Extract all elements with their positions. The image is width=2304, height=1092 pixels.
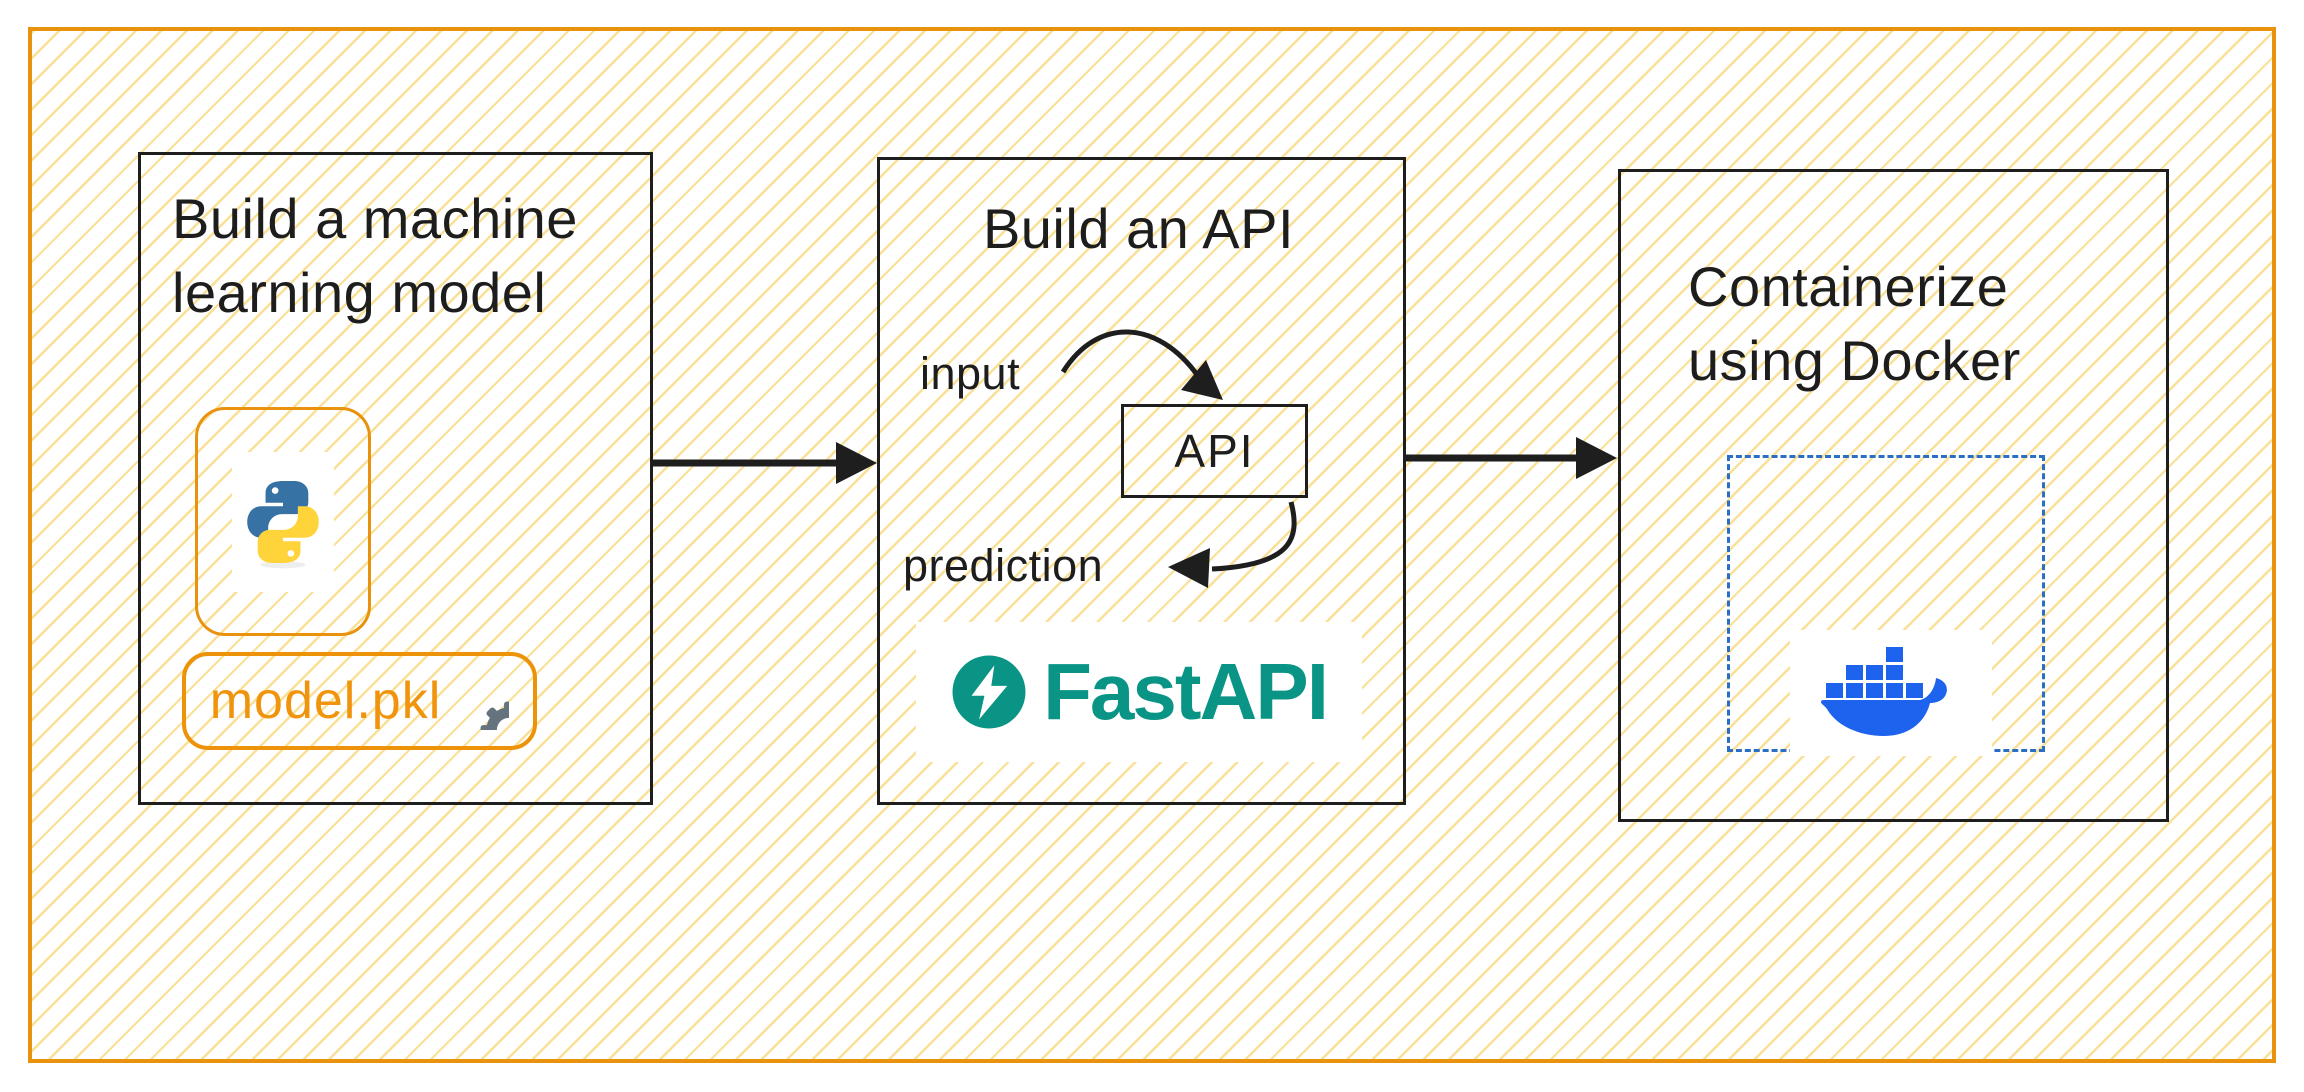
step2-box-build-api xyxy=(877,157,1406,805)
api-node-label: API xyxy=(1174,425,1255,477)
python-card xyxy=(195,407,371,636)
step1-title-line1: Build a machine xyxy=(172,187,578,250)
api-node-box: API xyxy=(1121,404,1308,498)
step3-title-line2: using Docker xyxy=(1688,329,2021,392)
python-logo xyxy=(247,480,319,569)
step1-title-line2: learning model xyxy=(172,261,547,324)
input-label: input xyxy=(920,348,1021,399)
lightning-bolt-icon xyxy=(952,655,1026,729)
step3-title: Containerize using Docker xyxy=(1688,250,2021,398)
fastapi-wordmark: FastAPI xyxy=(1043,647,1329,736)
step1-box-build-ml-model xyxy=(138,152,653,805)
model-pkl-label: model.pkl xyxy=(209,672,442,730)
prediction-label: prediction xyxy=(903,540,1104,591)
step1-title: Build a machine learning model xyxy=(172,182,578,330)
model-pkl-chip: model.pkl xyxy=(182,652,537,750)
docker-logo-panel xyxy=(1790,630,1992,756)
gear-icon xyxy=(451,672,509,730)
fastapi-logo-panel: FastAPI xyxy=(916,622,1362,762)
step3-title-line1: Containerize xyxy=(1688,255,2009,318)
step3-box-containerize xyxy=(1618,169,2169,822)
step2-title: Build an API xyxy=(982,197,1295,260)
docker-whale-icon xyxy=(1821,647,1947,736)
python-logo-panel xyxy=(232,452,334,592)
outer-frame xyxy=(28,27,2276,1063)
